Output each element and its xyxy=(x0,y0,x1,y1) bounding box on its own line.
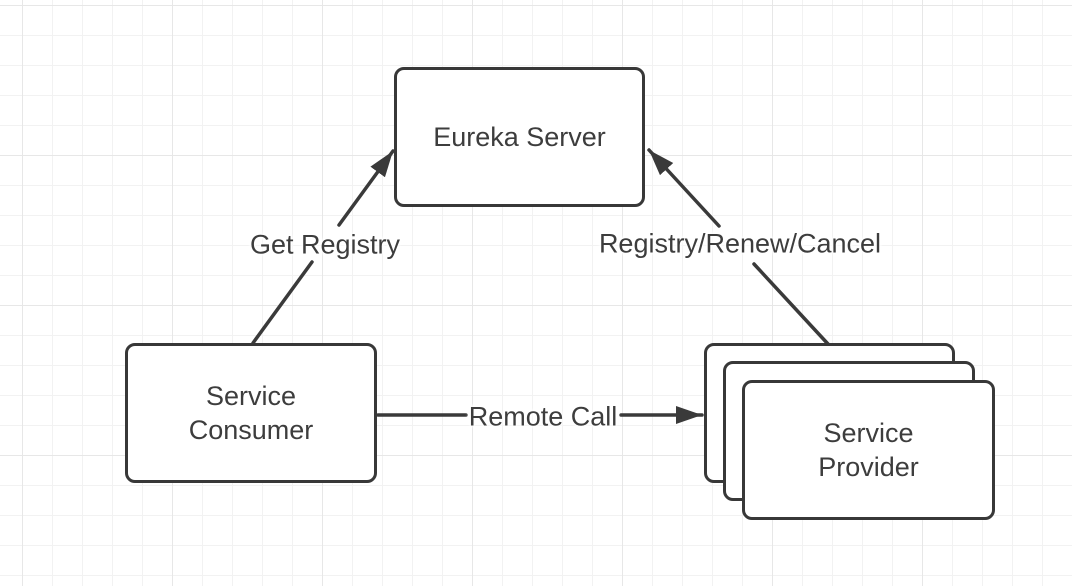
node-service-provider-label: Service Provider xyxy=(818,418,919,482)
registry-renew-cancel-arrow-segment-upper xyxy=(647,148,721,228)
node-service-consumer: Service Consumer xyxy=(125,343,377,483)
registry-renew-cancel-arrow xyxy=(647,148,830,346)
get-registry-arrow-segment-lower xyxy=(251,260,314,345)
node-eureka-server: Eureka Server xyxy=(394,67,645,207)
edge-label-remote-call: Remote Call xyxy=(468,401,618,432)
node-service-provider: Service Provider xyxy=(742,380,995,520)
node-eureka-server-label: Eureka Server xyxy=(433,122,606,152)
node-service-consumer-label: Service Consumer xyxy=(188,381,314,445)
registry-renew-cancel-arrow-segment-lower xyxy=(752,262,830,346)
get-registry-arrow-segment-upper xyxy=(337,149,395,227)
get-registry-arrow xyxy=(251,149,395,345)
edge-label-get-registry: Get Registry xyxy=(249,229,401,260)
edge-label-registry-renew-cancel: Registry/Renew/Cancel xyxy=(598,228,882,259)
